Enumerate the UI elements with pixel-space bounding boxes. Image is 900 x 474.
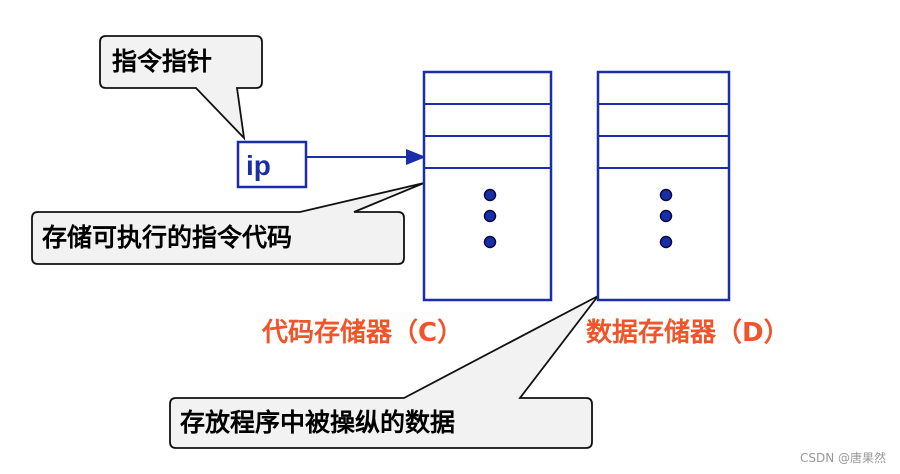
watermark: CSDN @唐果然 xyxy=(799,451,886,465)
pointer-callout-text: 指令指针 xyxy=(112,47,213,76)
ip-register-label: ip xyxy=(246,150,271,181)
data-store-callout-text: 存放程序中被操纵的数据 xyxy=(180,408,456,437)
ip-register-box xyxy=(236,140,308,189)
code-memory xyxy=(422,70,553,302)
data-memory-caption: 数据存储器（D） xyxy=(586,318,790,348)
code-memory-caption: 代码存储器（C） xyxy=(262,318,464,348)
code-store-callout-text: 存储可执行的指令代码 xyxy=(42,223,293,252)
code-store-callout xyxy=(31,182,425,265)
pointer-callout xyxy=(99,35,263,141)
data-store-callout xyxy=(169,295,599,449)
data-memory xyxy=(596,70,731,302)
